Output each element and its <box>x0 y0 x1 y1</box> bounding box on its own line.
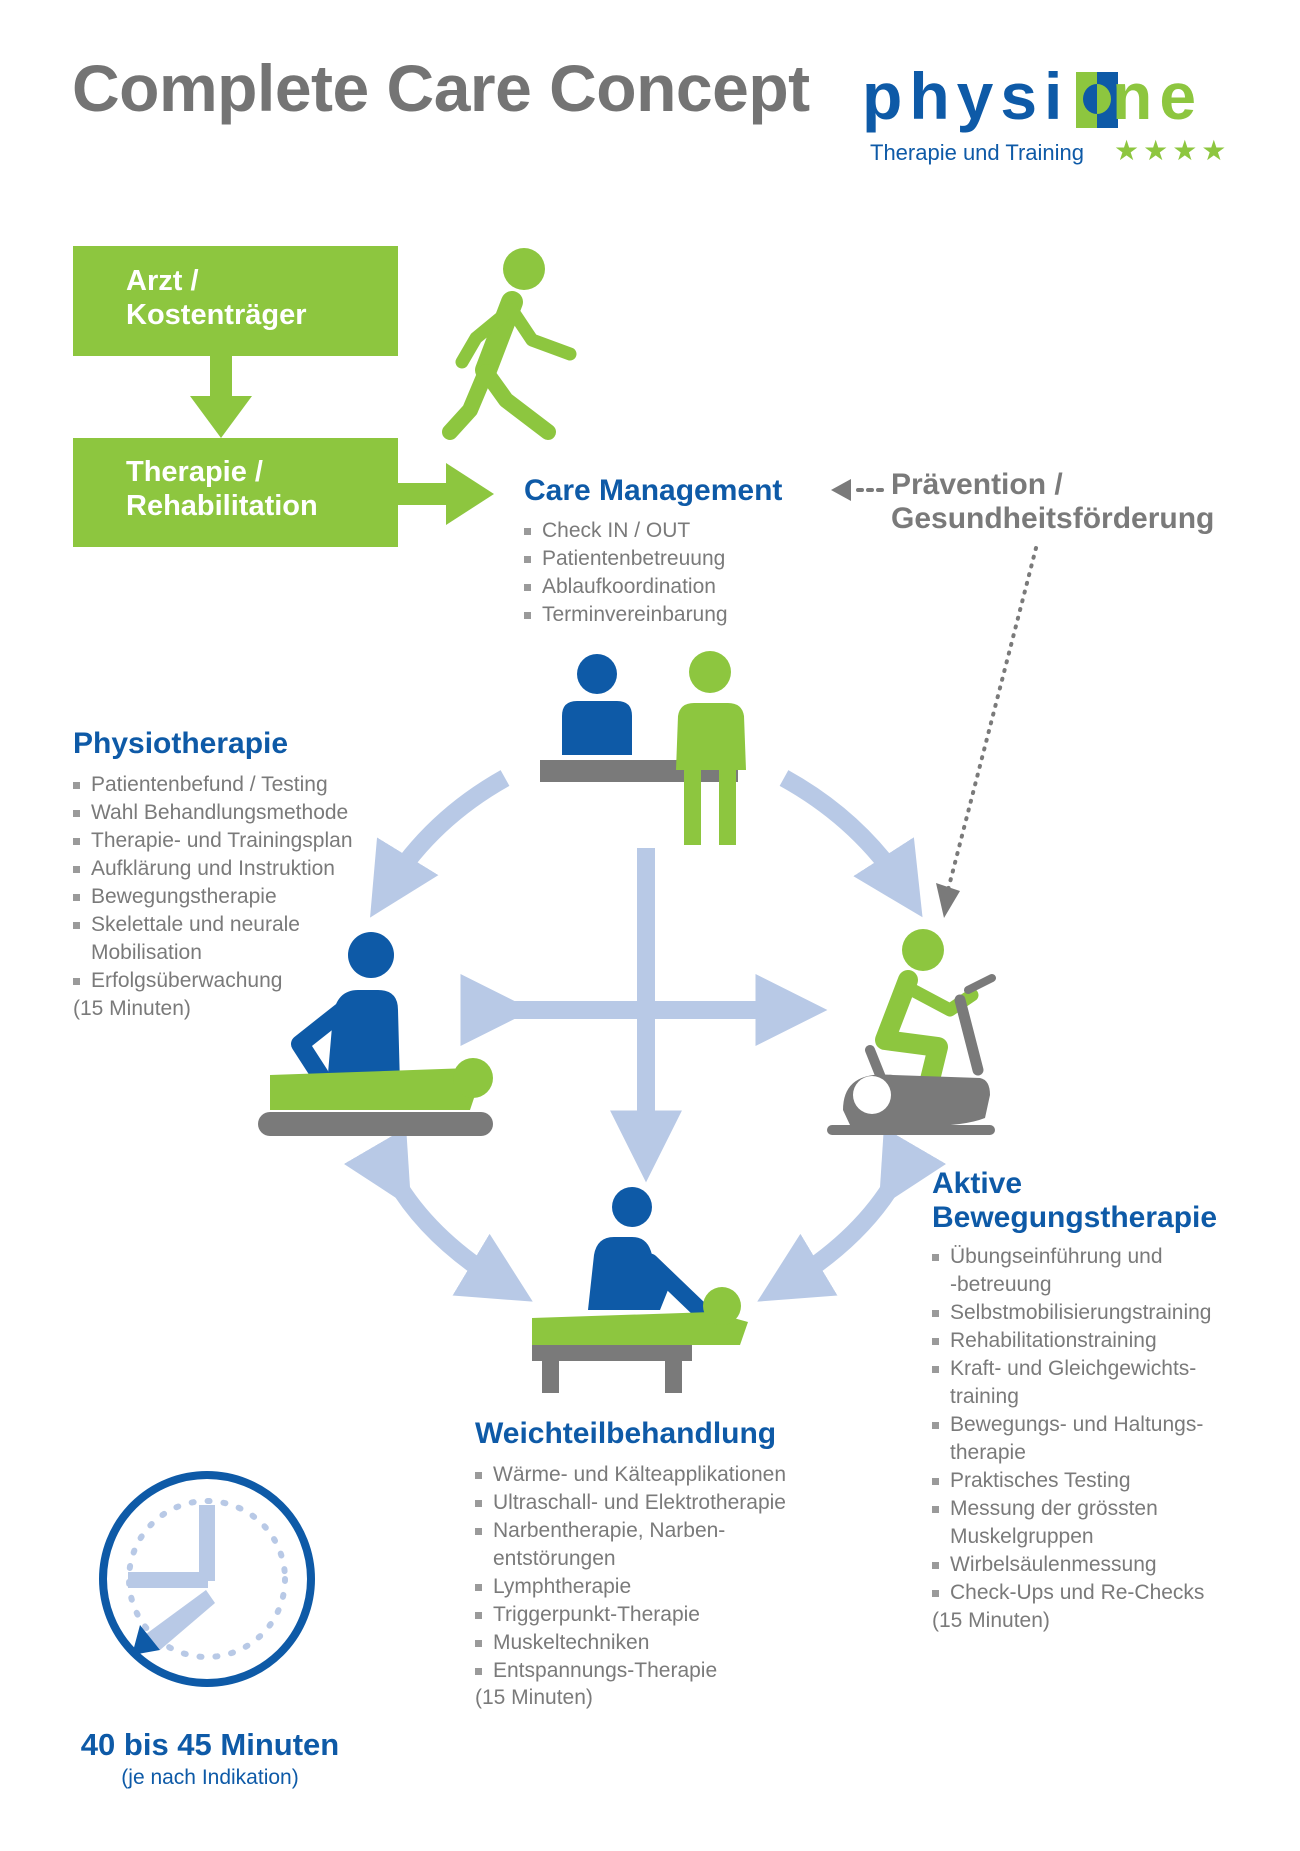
weichteil-title: Weichteilbehandlung <box>475 1417 777 1450</box>
total-duration-note: (je nach Indikation) <box>121 1766 299 1789</box>
list-item: Kraft- und Gleichgewichts- <box>932 1355 1211 1383</box>
care-management-title: Care Management <box>524 474 783 507</box>
list-item: Erfolgsüberwachung <box>73 967 353 995</box>
logo-word-physi: physi <box>862 59 1070 133</box>
massage-therapy-icon <box>258 932 493 1136</box>
prevention-label: Prävention / Gesundheitsförderung <box>891 468 1214 536</box>
list-item: Ultraschall- und Elektrotherapie <box>475 1489 786 1517</box>
list-item: Check-Ups und Re-Checks <box>932 1579 1211 1607</box>
cycle-arrow-care-to-aktive <box>779 770 923 918</box>
list-item: Wahl Behandlungsmethode <box>73 799 353 827</box>
list-item: Therapie- und Trainingsplan <box>73 827 353 855</box>
flow-arrow-down <box>190 356 252 438</box>
list-item: Skelettale und neurale <box>73 911 353 939</box>
list-item: Narbentherapie, Narben- <box>475 1517 786 1545</box>
list-item: Übungseinführung und <box>932 1243 1211 1271</box>
logo-stars: ★★★★ <box>1114 135 1231 166</box>
soft-tissue-treatment-icon <box>532 1187 748 1393</box>
weichteil-list: Wärme- und Kälteapplikationen Ultraschal… <box>475 1461 786 1685</box>
list-item: Terminvereinbarung <box>524 601 728 629</box>
care-management-list: Check IN / OUT Patientenbetreuung Ablauf… <box>524 517 728 629</box>
clock-icon <box>99 1471 315 1687</box>
weichteil-duration: (15 Minuten) <box>475 1686 593 1709</box>
list-item: Muskeltechniken <box>475 1629 786 1657</box>
physiotherapie-duration: (15 Minuten) <box>73 997 191 1020</box>
list-item: Praktisches Testing <box>932 1467 1211 1495</box>
physione-logo: physi ne Therapie und Training ★★★★ <box>862 58 1242 178</box>
logo-word-ne: ne <box>1112 59 1204 133</box>
aktive-title: Aktive Bewegungstherapie <box>932 1167 1217 1235</box>
list-item-continuation: therapie <box>950 1441 1026 1464</box>
prevention-line2: Gesundheitsförderung <box>891 502 1215 535</box>
prevention-arrow-down <box>936 546 1038 918</box>
list-item: Bewegungstherapie <box>73 883 353 911</box>
list-item: Patientenbetreuung <box>524 545 728 573</box>
logo-tagline: Therapie und Training <box>870 140 1085 165</box>
list-item: Triggerpunkt-Therapie <box>475 1601 786 1629</box>
list-item: Lymphtherapie <box>475 1573 786 1601</box>
prevention-arrow-left <box>831 479 888 501</box>
page-title: Complete Care Concept <box>72 51 810 125</box>
therapy-rehab-line2: Rehabilitation <box>126 490 318 522</box>
list-item-continuation: training <box>950 1385 1019 1408</box>
list-item: Rehabilitationstraining <box>932 1327 1211 1355</box>
doctor-insurer-line2: Kostenträger <box>126 299 307 331</box>
list-item: Wärme- und Kälteapplikationen <box>475 1461 786 1489</box>
walking-person-icon <box>442 248 577 440</box>
logo-o-mark <box>1076 72 1118 128</box>
list-item: Wirbelsäulenmessung <box>932 1551 1211 1579</box>
physiotherapie-list: Patientenbefund / Testing Wahl Behandlun… <box>73 771 353 995</box>
aktive-list: Übungseinführung und -betreuung Selbstmo… <box>932 1243 1211 1607</box>
cycle-arrow-physio-weich <box>343 1127 533 1302</box>
doctor-insurer-line1: Arzt / <box>126 265 199 297</box>
aktive-title-line2: Bewegungstherapie <box>932 1201 1218 1234</box>
prevention-line1: Prävention / <box>891 468 1063 501</box>
cycle-arrow-aktive-weich <box>757 1127 947 1302</box>
list-item-continuation: Mobilisation <box>91 941 202 964</box>
exercise-bike-icon <box>827 929 996 1135</box>
list-item: Aufklärung und Instruktion <box>73 855 353 883</box>
list-item: Selbstmobilisierungstraining <box>932 1299 1211 1327</box>
physiotherapie-title: Physiotherapie <box>73 727 289 760</box>
doctor-insurer-box: Arzt / Kostenträger <box>73 246 398 356</box>
aktive-duration: (15 Minuten) <box>932 1609 1050 1632</box>
list-item: Ablaufkoordination <box>524 573 728 601</box>
list-item-continuation: -betreuung <box>950 1273 1052 1296</box>
list-item-continuation: entstörungen <box>493 1547 616 1570</box>
aktive-title-line1: Aktive <box>932 1167 1023 1200</box>
therapy-rehab-line1: Therapie / <box>126 456 263 488</box>
list-item-continuation: Muskelgruppen <box>950 1525 1094 1548</box>
list-item: Patientenbefund / Testing <box>73 771 353 799</box>
flow-arrow-right <box>398 463 494 525</box>
list-item: Messung der grössten <box>932 1495 1211 1523</box>
total-duration: 40 bis 45 Minuten <box>80 1727 340 1762</box>
therapy-rehab-box: Therapie / Rehabilitation <box>73 438 398 547</box>
list-item: Entspannungs-Therapie <box>475 1657 786 1685</box>
cycle-arrow-care-to-physio <box>370 770 510 918</box>
list-item: Bewegungs- und Haltungs- <box>932 1411 1211 1439</box>
list-item: Check IN / OUT <box>524 517 728 545</box>
reception-desk-icon <box>540 651 746 845</box>
